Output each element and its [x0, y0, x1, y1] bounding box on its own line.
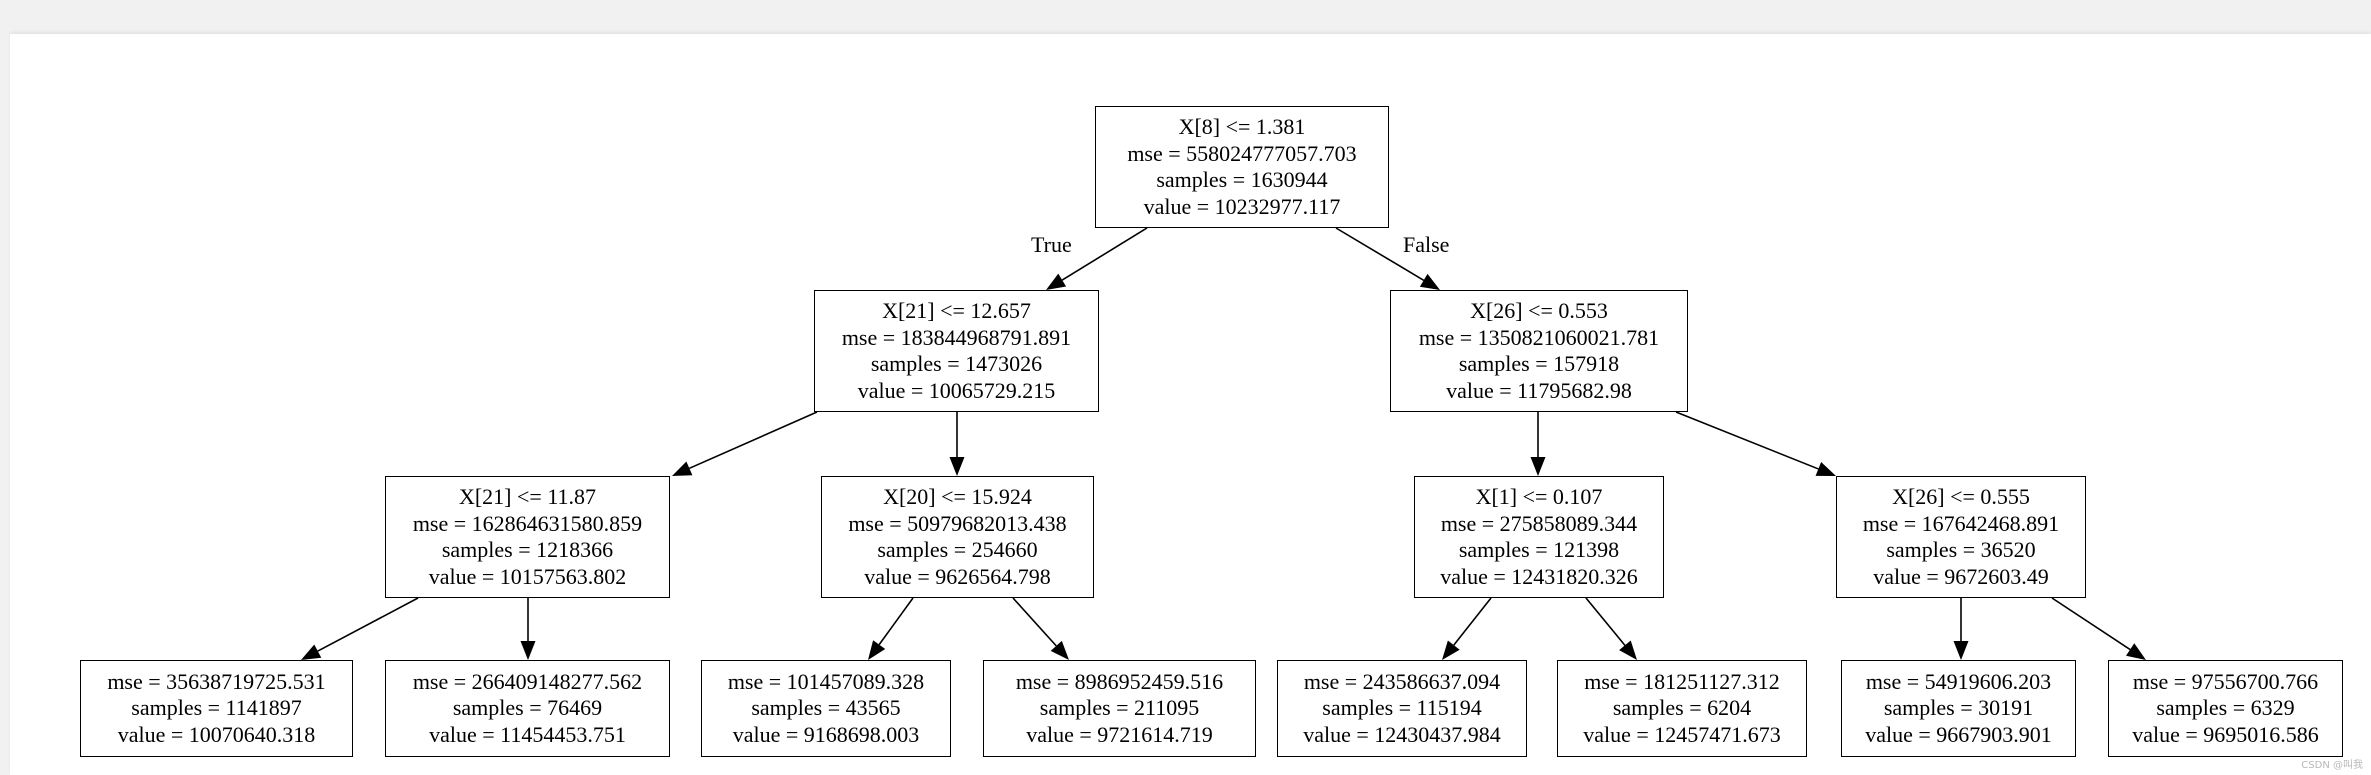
edge-arrowhead [1442, 640, 1460, 660]
node-text-line: value = 10070640.318 [117, 721, 316, 747]
edge-arrowhead [301, 644, 322, 660]
edge-line [1585, 597, 1626, 646]
edge-label: True [1031, 232, 1072, 257]
node-text-line: value = 10232977.117 [1143, 193, 1341, 219]
node-text-line: samples = 254660 [877, 537, 1038, 562]
node-text-line: mse = 183844968791.891 [841, 324, 1072, 350]
node-text-line: X[8] <= 1.381 [1178, 114, 1306, 139]
node-text-line: value = 9168698.003 [732, 721, 920, 747]
node-text-line: value = 11454453.751 [429, 721, 626, 747]
node-text-line: samples = 1473026 [870, 351, 1043, 376]
node-text-line: value = 10065729.215 [857, 377, 1056, 403]
node-text-line: samples = 6204 [1612, 695, 1752, 721]
edge-line [1061, 227, 1148, 281]
edge-line [1453, 597, 1492, 646]
node-text-line: value = 9667903.901 [1865, 721, 2052, 747]
node-text-line: value = 11795682.98 [1446, 377, 1632, 403]
edge-line [1335, 227, 1425, 281]
edge-arrowhead [1050, 640, 1069, 660]
node-text-line: samples = 43565 [751, 695, 901, 721]
node-text-line: X[26] <= 0.553 [1470, 298, 1608, 323]
node-text-line: mse = 243586637.094 [1303, 668, 1501, 694]
node-text-line: mse = 1350821060021.781 [1418, 324, 1660, 350]
node-text-line: samples = 211095 [1039, 695, 1200, 721]
watermark: CSDN @叫我 [2301, 760, 2363, 771]
node-text-line: X[1] <= 0.107 [1475, 484, 1603, 509]
node-text-line: samples = 157918 [1458, 351, 1620, 376]
node-text-line: X[21] <= 11.87 [458, 484, 597, 509]
node-text-line: value = 9626564.798 [864, 563, 1051, 589]
node-text-line: samples = 36520 [1886, 537, 2036, 562]
edge-arrowhead [1953, 641, 1969, 660]
node-text-line: mse = 8986952459.516 [1015, 668, 1224, 694]
node-text-line: mse = 97556700.766 [2132, 668, 2319, 694]
edge-line [1675, 411, 1819, 470]
node-text-line: mse = 54919606.203 [1865, 668, 2052, 694]
node-text-line: mse = 35638719725.531 [107, 668, 326, 694]
node-text-line: samples = 115194 [1322, 695, 1482, 721]
node-text-line: mse = 50979682013.438 [848, 510, 1067, 536]
edge-line [689, 411, 818, 470]
node-text-line: X[20] <= 15.924 [883, 484, 1032, 509]
node-text-line: value = 12431820.326 [1440, 563, 1638, 589]
edge-arrowhead [1619, 640, 1637, 660]
edge-line [317, 597, 419, 652]
edge-arrowhead [1815, 461, 1836, 476]
node-text-line: value = 12457471.673 [1583, 721, 1781, 747]
edge-layer [301, 227, 2146, 660]
edge-arrowhead [1530, 457, 1546, 476]
node-text-line: X[21] <= 12.657 [882, 298, 1031, 323]
edge-arrowhead [1046, 273, 1067, 290]
node-text-line: value = 9672603.49 [1873, 563, 2049, 589]
node-text-line: X[26] <= 0.555 [1892, 484, 2030, 509]
edge-arrowhead [520, 641, 536, 660]
node-text-line: samples = 6329 [2156, 695, 2295, 721]
node-text-line: mse = 181251127.312 [1584, 668, 1780, 694]
node-text-line: samples = 30191 [1883, 695, 2034, 721]
node-text-line: samples = 1630944 [1156, 167, 1328, 192]
node-text-line: samples = 121398 [1458, 537, 1620, 562]
node-text-line: samples = 1218366 [441, 537, 614, 562]
node-text-line: mse = 162864631580.859 [412, 510, 643, 536]
node-text-line: mse = 101457089.328 [727, 668, 925, 694]
node-text-line: samples = 76469 [452, 695, 603, 721]
edge-label: False [1403, 232, 1450, 257]
node-text-line: mse = 275858089.344 [1440, 510, 1638, 536]
node-text-line: value = 9721614.719 [1026, 721, 1213, 747]
edge-arrowhead [2126, 643, 2146, 660]
edge-arrowhead [672, 461, 693, 476]
node-text-line: samples = 1141897 [131, 695, 302, 721]
edge-line [2051, 597, 2131, 651]
node-text-line: value = 9695016.586 [2132, 721, 2319, 747]
edge-line [878, 597, 914, 646]
node-text-line: mse = 266409148277.562 [412, 668, 643, 694]
node-text-line: value = 10157563.802 [428, 563, 627, 589]
edge-arrowhead [1419, 273, 1440, 290]
node-text-line: mse = 558024777057.703 [1127, 140, 1357, 166]
edge-arrowhead [868, 640, 886, 660]
node-text-line: value = 12430437.984 [1303, 721, 1501, 747]
node-text-line: mse = 167642468.891 [1862, 510, 2060, 536]
edge-arrowhead [949, 457, 965, 476]
edge-line [1012, 597, 1057, 647]
